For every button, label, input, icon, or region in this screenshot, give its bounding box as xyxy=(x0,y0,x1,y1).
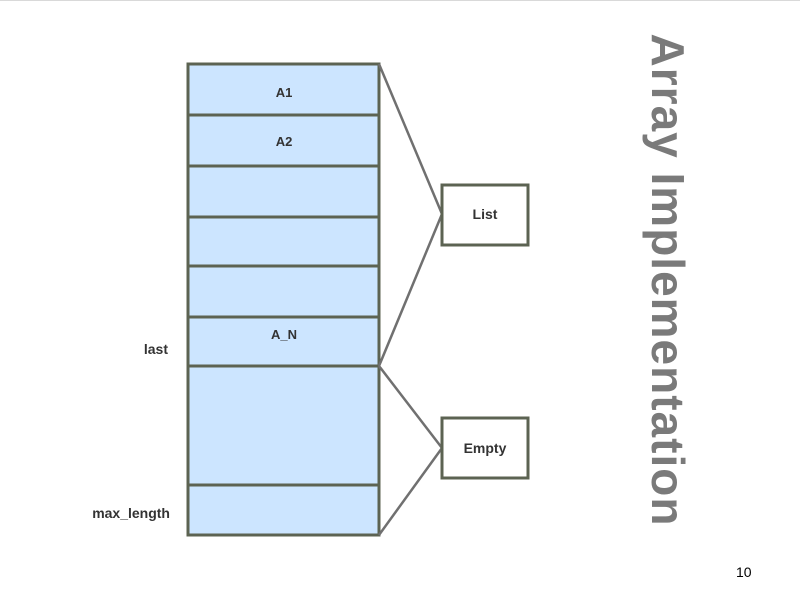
slide-title: Array Implementation xyxy=(642,33,694,527)
max-length-pointer-label: max_length xyxy=(92,505,170,521)
cell-an-label: A_N xyxy=(271,327,297,342)
last-pointer-label: last xyxy=(144,341,168,357)
list-box-label: List xyxy=(473,206,498,222)
list-bracket-top xyxy=(377,63,444,215)
array-block xyxy=(186,62,381,537)
empty-box xyxy=(440,416,530,480)
empty-bracket-top xyxy=(378,365,443,449)
cell-a2-label: A2 xyxy=(276,134,293,149)
list-bracket-bottom xyxy=(377,213,444,367)
page-number: 10 xyxy=(736,564,752,580)
empty-bracket-bottom xyxy=(377,447,444,536)
cell-a1-label: A1 xyxy=(276,85,293,100)
top-divider xyxy=(0,0,800,1)
empty-box-label: Empty xyxy=(464,440,507,456)
list-box xyxy=(440,183,530,247)
